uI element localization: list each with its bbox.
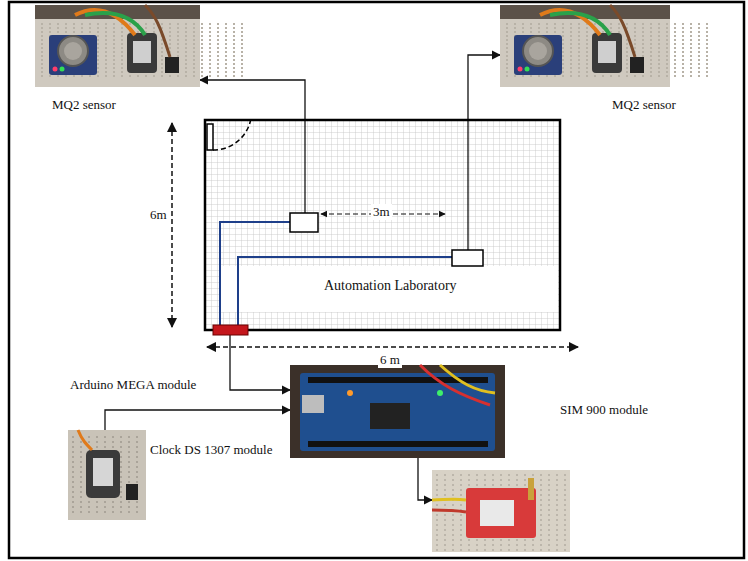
- dimension-line: [207, 346, 578, 348]
- room-title: Automation Laboratory: [322, 278, 459, 294]
- arduino-photo: Arduino MEGA module: [290, 365, 505, 458]
- dimension-label: 6m: [148, 207, 169, 223]
- sensor-photo: MQ2 sensor: [35, 5, 200, 87]
- laboratory-room: Automation Laboratory: [205, 120, 560, 330]
- clock-photo: Clock DS 1307 module: [68, 430, 146, 520]
- signal-connector: [200, 80, 305, 120]
- signal-connector: [468, 55, 500, 120]
- component-label: Arduino MEGA module: [68, 377, 198, 393]
- photo-illustration: [290, 365, 505, 458]
- signal-connector: [418, 458, 432, 500]
- signal-connector: [105, 410, 290, 430]
- component-label: MQ2 sensor: [50, 97, 118, 113]
- photo-illustration: [35, 5, 200, 87]
- dimension-label: 6 m: [378, 352, 402, 368]
- component-label: Clock DS 1307 module: [148, 442, 274, 458]
- photo-illustration: [68, 430, 146, 520]
- room-plan: [205, 120, 560, 330]
- dimension-line: [171, 123, 173, 327]
- photo-illustration: [432, 470, 570, 552]
- sim-photo: SIM 900 module: [432, 470, 570, 552]
- outer-frame: [9, 2, 744, 558]
- component-label: SIM 900 module: [558, 402, 650, 418]
- photo-illustration: [500, 5, 670, 87]
- dimension-label: 3m: [371, 204, 392, 220]
- signal-connector: [230, 330, 290, 390]
- sensor-photo: MQ2 sensor: [500, 5, 670, 87]
- component-label: MQ2 sensor: [610, 97, 678, 113]
